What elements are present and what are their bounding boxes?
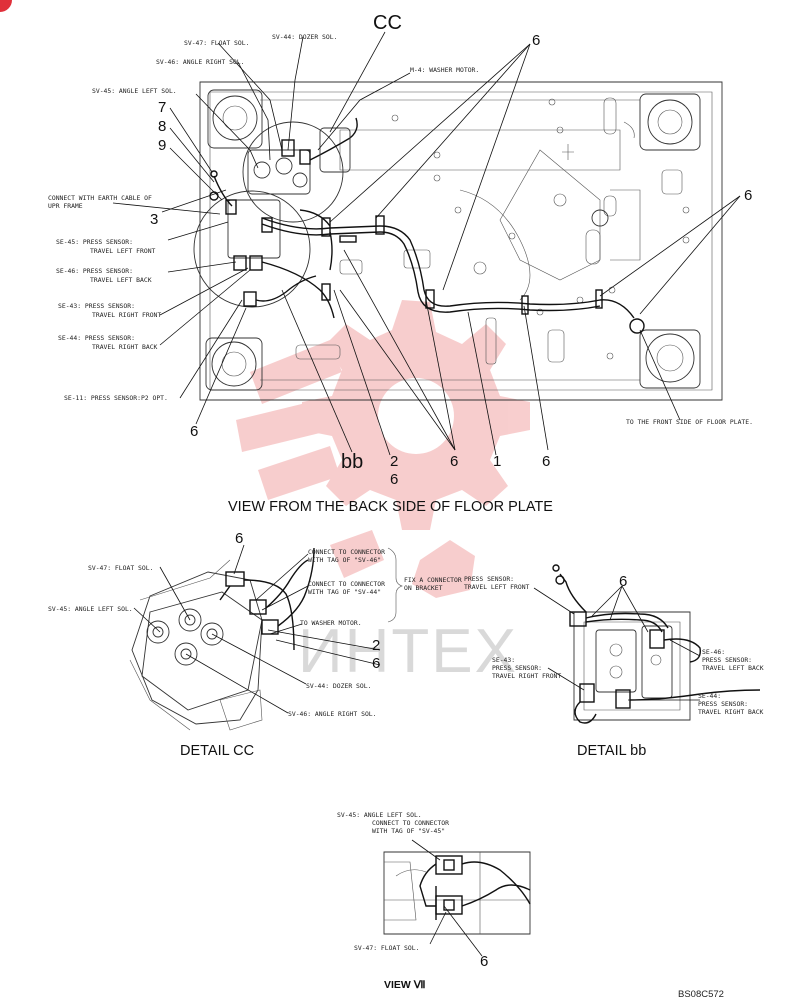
callout-sv44: SV-44: DOZER SOL. (272, 33, 337, 41)
detail-cc-conn1-line1: CONNECT TO CONNECTOR (308, 548, 385, 556)
detail-cc-sv46: SV-46: ANGLE RIGHT SOL. (288, 710, 377, 718)
detail-cc-sv47: SV-47: FLOAT SOL. (88, 564, 153, 572)
callout-m4: M-4: WASHER MOTOR. (410, 66, 479, 74)
caption-detail-bb: DETAIL bb (577, 743, 646, 759)
callout-se11: SE-11: PRESS SENSOR:P2 OPT. (64, 394, 168, 402)
detail-cc-sv45: SV-45: ANGLE LEFT SOL. (48, 605, 133, 613)
detail-cc-fix-line1: FIX A CONNECTOR (404, 576, 462, 584)
label-bb: bb (341, 451, 363, 473)
number-6-under-2: 6 (390, 471, 398, 488)
valve-block-cc (247, 117, 358, 195)
detail-cc-conn2-line1: CONNECT TO CONNECTOR (308, 580, 385, 588)
detail-bb-se46-line0: SE-46: (702, 648, 725, 656)
detail-bb-se45-line2: TRAVEL LEFT FRONT (464, 583, 530, 591)
detail-bb-se43-line1: PRESS SENSOR: (492, 664, 542, 672)
callout-se46-line1: SE-46: PRESS SENSOR: (56, 267, 133, 275)
detail-bb-number-6: 6 (619, 573, 627, 590)
callout-se44-line2: TRAVEL RIGHT BACK (92, 343, 158, 351)
label-cc: CC (373, 12, 402, 34)
leader-lines-main (112, 31, 741, 456)
callout-se43-line1: SE-43: PRESS SENSOR: (58, 302, 135, 310)
detail-bb-se46-line2: TRAVEL LEFT BACK (702, 664, 764, 672)
figure-reference: BS08C572 (678, 989, 724, 1000)
callout-se45-line2: TRAVEL LEFT FRONT (90, 247, 156, 255)
detail-cc-conn2-line2: WITH TAG OF "SV-44" (308, 588, 381, 596)
harness-hoses (255, 209, 645, 334)
sensor-cluster-bb (209, 170, 281, 307)
number-6-right: 6 (744, 187, 752, 204)
callout-earth-line2: UPR FRAME (48, 202, 83, 210)
detail-cc-number-6b: 6 (372, 655, 380, 672)
caption-detail-cc: DETAIL CC (180, 743, 254, 759)
view-vii-conn-line2: WITH TAG OF "SV-45" (372, 827, 445, 835)
callout-se44-line1: SE-44: PRESS SENSOR: (58, 334, 135, 342)
detail-bb-se44-line2: TRAVEL RIGHT BACK (698, 708, 764, 716)
detail-bb-se44-line0: SE-44: (698, 692, 721, 700)
callout-se43-line2: TRAVEL RIGHT FRONT (92, 311, 161, 319)
view-vii-conn-line1: CONNECT TO CONNECTOR (372, 819, 449, 827)
callout-earth-line1: CONNECT WITH EARTH CABLE OF (48, 194, 152, 202)
callout-sv46: SV-46: ANGLE RIGHT SOL. (156, 58, 245, 66)
number-1: 1 (493, 453, 501, 470)
number-2: 2 (390, 453, 398, 470)
detail-cc-sv44: SV-44: DOZER SOL. (306, 682, 371, 690)
number-6-top: 6 (532, 32, 540, 49)
watermark-gear-logo (236, 300, 530, 598)
detail-cc-fix-line2: ON BRACKET (404, 584, 443, 592)
detail-cc-number-2: 2 (372, 637, 380, 654)
number-8: 8 (158, 118, 166, 135)
view-vii-number-6: 6 (480, 953, 488, 970)
number-6-center: 6 (450, 453, 458, 470)
detail-bb-se44-line1: PRESS SENSOR: (698, 700, 748, 708)
number-6-left: 6 (190, 423, 198, 440)
number-9: 9 (158, 137, 166, 154)
watermark-text: ИНТЕХ (298, 617, 518, 686)
callout-se45-line1: SE-45: PRESS SENSOR: (56, 238, 133, 246)
detail-cc-drawing (129, 544, 403, 731)
caption-view-vii: VIEW Ⅶ (384, 979, 426, 991)
callout-se46-line2: TRAVEL LEFT BACK (90, 276, 152, 284)
detail-bb-circle (193, 190, 311, 308)
detail-bb-drawing (533, 564, 761, 724)
callout-sv45: SV-45: ANGLE LEFT SOL. (92, 87, 177, 95)
number-7: 7 (158, 99, 166, 116)
detail-bb-se46-line1: PRESS SENSOR: (702, 656, 752, 664)
callout-sv47: SV-47: FLOAT SOL. (184, 39, 249, 47)
number-3: 3 (150, 211, 158, 228)
detail-bb-se45-line1: PRESS SENSOR: (464, 575, 514, 583)
corner-badge (0, 0, 12, 12)
detail-cc-number-6: 6 (235, 530, 243, 547)
number-6-bottom: 6 (542, 453, 550, 470)
view-vii-sv45: SV-45: ANGLE LEFT SOL. (337, 811, 422, 819)
detail-cc-washer: TO WASHER MOTOR. (300, 619, 362, 627)
detail-cc-conn1-line2: WITH TAG OF "SV-46" (308, 556, 381, 564)
detail-bb-se43-line2: TRAVEL RIGHT FRONT (492, 672, 561, 680)
view-vii-drawing (383, 839, 531, 957)
caption-main-view: VIEW FROM THE BACK SIDE OF FLOOR PLATE (228, 499, 553, 515)
view-vii-sv47: SV-47: FLOAT SOL. (354, 944, 419, 952)
callout-front: TO THE FRONT SIDE OF FLOOR PLATE. (626, 418, 753, 426)
detail-bb-se43-line0: SE-43: (492, 656, 515, 664)
